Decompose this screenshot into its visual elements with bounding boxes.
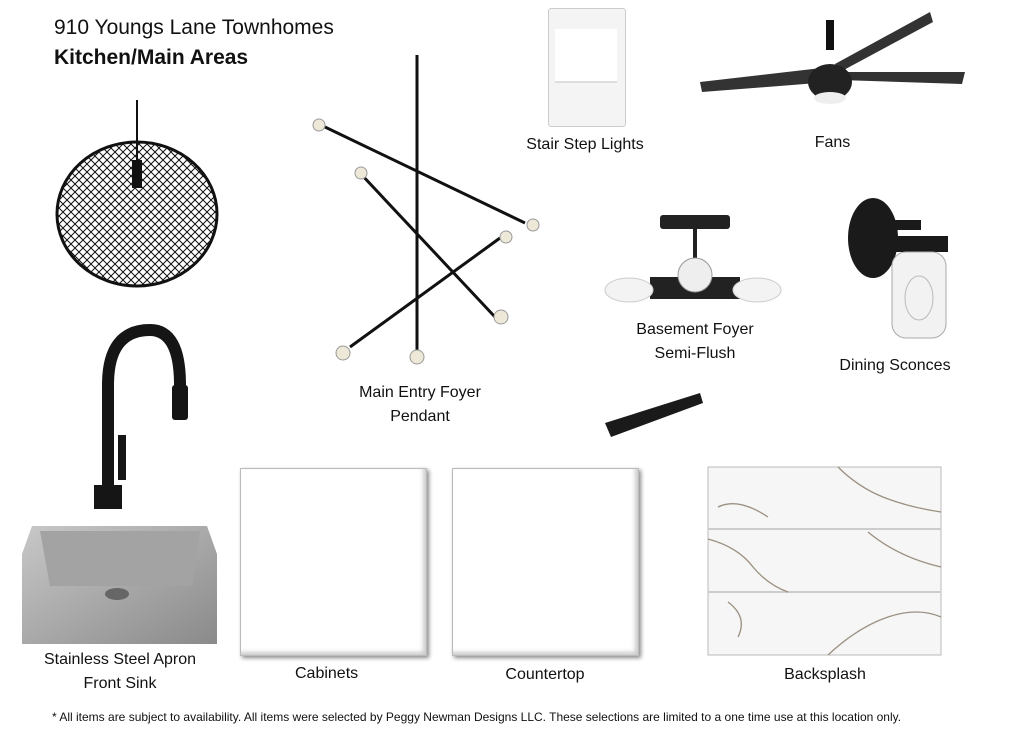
foyer-pendant-image (312, 55, 540, 365)
countertop-label: Countertop (505, 666, 585, 683)
page-title: 910 Youngs Lane Townhomes (54, 16, 334, 39)
pendant-label-line1: Main Entry Foyer (359, 384, 481, 401)
countertop-swatch (452, 468, 639, 656)
sink-label-line2: Front Sink (83, 675, 157, 692)
semi-flush-image (604, 215, 782, 303)
backsplash-swatch (707, 466, 942, 656)
cabinets-swatch (240, 468, 427, 656)
basement-label-line2: Semi-Flush (654, 345, 736, 362)
faucet-image (94, 323, 188, 509)
stair-label: Stair Step Lights (526, 136, 644, 153)
sconces-label: Dining Sconces (839, 357, 951, 374)
pendant-label-line2: Pendant (390, 408, 450, 425)
sink-image (22, 526, 217, 644)
backsplash-label: Backsplash (784, 666, 866, 683)
ceiling-fan-image (700, 12, 965, 104)
sink-label-line1: Stainless Steel Apron (43, 651, 197, 668)
globe-pendant-image (55, 100, 219, 288)
cabinets-label: Cabinets (295, 665, 359, 682)
fans-label: Fans (814, 134, 851, 151)
cabinet-pull-image (605, 393, 703, 437)
disclaimer: * All items are subject to availability.… (52, 710, 902, 724)
stair-step-light-image (548, 8, 626, 127)
basement-label-line1: Basement Foyer (636, 321, 754, 338)
page-subtitle: Kitchen/Main Areas (54, 46, 249, 69)
dining-sconce-image (848, 198, 948, 339)
